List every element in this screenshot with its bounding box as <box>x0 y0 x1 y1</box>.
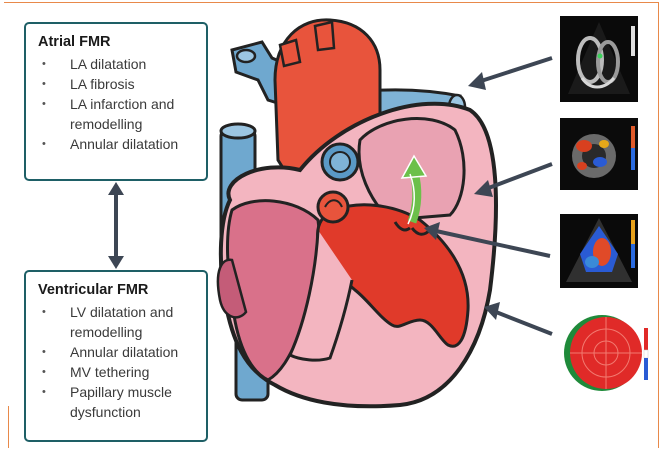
color-doppler-mr-image <box>560 214 638 288</box>
strain-bullseye-image <box>560 310 650 396</box>
pointer-arrow-icon <box>468 58 552 90</box>
pointer-arrow-icon <box>474 164 552 197</box>
pointer-arrow-icon <box>424 222 550 256</box>
echo-4-chamber-view-image <box>560 16 638 102</box>
pointer-arrow-icon <box>484 302 552 334</box>
color-doppler-3d-image <box>560 118 638 190</box>
